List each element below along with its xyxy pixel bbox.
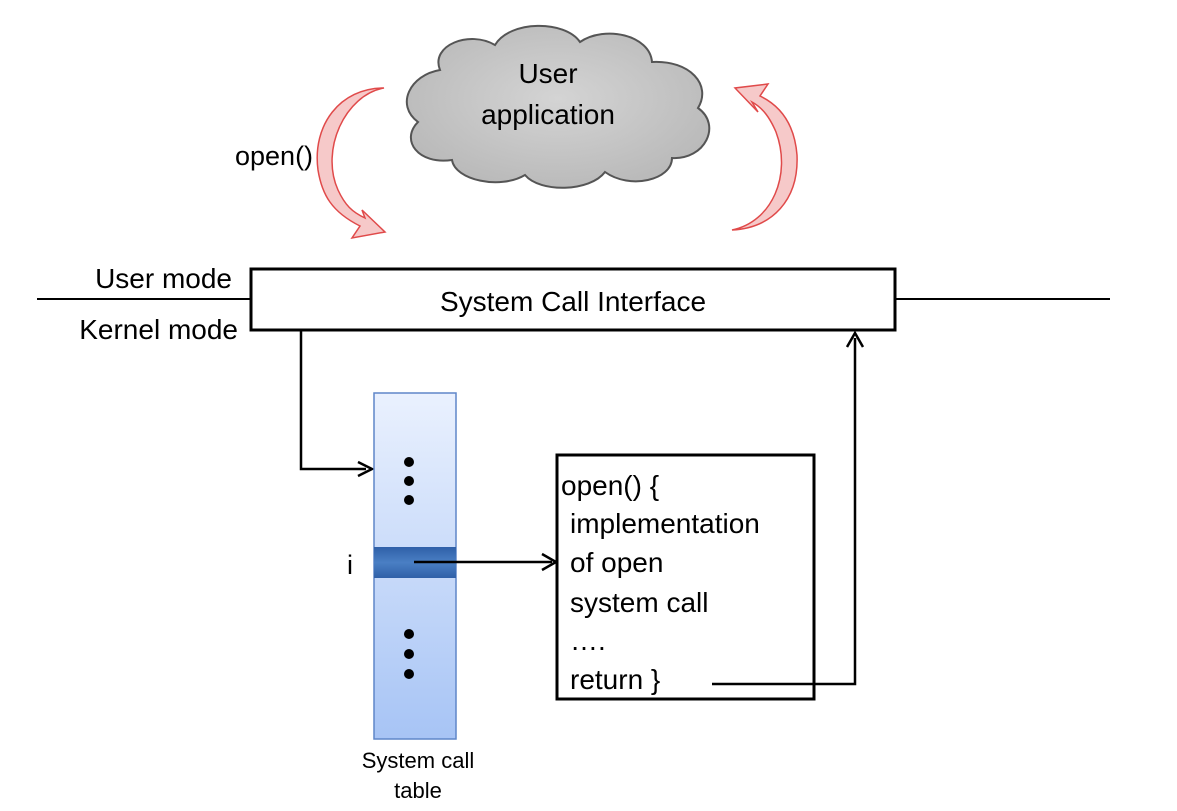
table-caption-line2: table (394, 778, 442, 803)
user-application-cloud: User application (405, 24, 711, 189)
table-index-label: i (347, 550, 353, 580)
code-line: return } (570, 664, 660, 695)
cloud-label-line2: application (481, 99, 615, 130)
curved-arrow-down-icon (316, 87, 387, 240)
dispatch-connector (299, 330, 366, 471)
code-line: …. (570, 625, 606, 656)
curved-arrow-up-icon (731, 83, 798, 231)
system-call-table (373, 392, 457, 740)
cloud-label-line1: User (518, 58, 577, 89)
code-line: system call (570, 587, 708, 618)
system-call-interface-box (249, 267, 897, 332)
kernel-mode-label: Kernel mode (79, 314, 238, 345)
return-connector (712, 338, 857, 686)
code-line: open() { (561, 470, 659, 501)
ellipsis-dot (404, 476, 414, 486)
ellipsis-dot (404, 649, 414, 659)
code-line: implementation (570, 508, 760, 539)
ellipsis-dot (404, 629, 414, 639)
return-arrowhead (845, 330, 865, 348)
user-mode-label: User mode (95, 263, 232, 294)
ellipsis-dot (404, 457, 414, 467)
system-call-interface-label: System Call Interface (440, 286, 706, 317)
ellipsis-dot (404, 495, 414, 505)
open-implementation-box (555, 453, 816, 701)
table-caption-line1: System call (362, 748, 474, 773)
code-line: of open (570, 547, 663, 578)
open-call-label: open() (235, 141, 313, 171)
ellipsis-dot (404, 669, 414, 679)
cloud-shape (405, 24, 711, 189)
dispatch-arrowhead (357, 460, 375, 478)
